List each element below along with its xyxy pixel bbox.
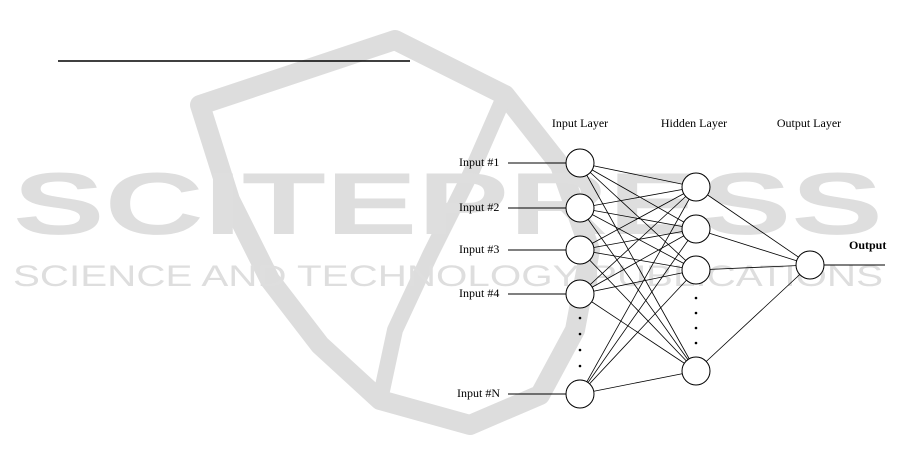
watermark-brand-text: SCITEPRESS xyxy=(13,154,883,253)
hidden-neuron-1 xyxy=(682,173,710,201)
input-label-n: Input #N xyxy=(457,386,500,400)
input-label-4: Input #4 xyxy=(459,286,499,300)
input-label-1: Input #1 xyxy=(459,155,499,169)
input-neuron-5 xyxy=(566,380,594,408)
layer-title-output: Output Layer xyxy=(777,116,841,130)
input-neuron-2 xyxy=(566,194,594,222)
hidden-ellipsis-dot-1 xyxy=(695,297,698,300)
input-label-2: Input #2 xyxy=(459,200,499,214)
watermark-tagline-text: SCIENCE AND TECHNOLOGY PUBLICATIONS xyxy=(13,260,883,293)
hidden-neuron-2 xyxy=(682,215,710,243)
input-ellipsis-dot-4 xyxy=(579,365,582,368)
input-neuron-3 xyxy=(566,236,594,264)
input-ellipsis-dot-3 xyxy=(579,349,582,352)
output-label: Output xyxy=(849,238,886,252)
connection-input-5-hidden-4 xyxy=(580,371,696,394)
hidden-ellipsis-dot-2 xyxy=(695,312,698,315)
layer-title-hidden: Hidden Layer xyxy=(661,116,727,130)
input-ellipsis-dot-2 xyxy=(579,333,582,336)
input-label-3: Input #3 xyxy=(459,242,499,256)
layer-title-input: Input Layer xyxy=(552,116,608,130)
output-neuron xyxy=(796,251,824,279)
hidden-neuron-3 xyxy=(682,256,710,284)
input-ellipsis-dot-1 xyxy=(579,317,582,320)
hidden-ellipsis-dot-3 xyxy=(695,327,698,330)
hidden-neuron-4 xyxy=(682,357,710,385)
hidden-ellipsis-dot-4 xyxy=(695,342,698,345)
input-neuron-1 xyxy=(566,149,594,177)
input-neuron-4 xyxy=(566,280,594,308)
